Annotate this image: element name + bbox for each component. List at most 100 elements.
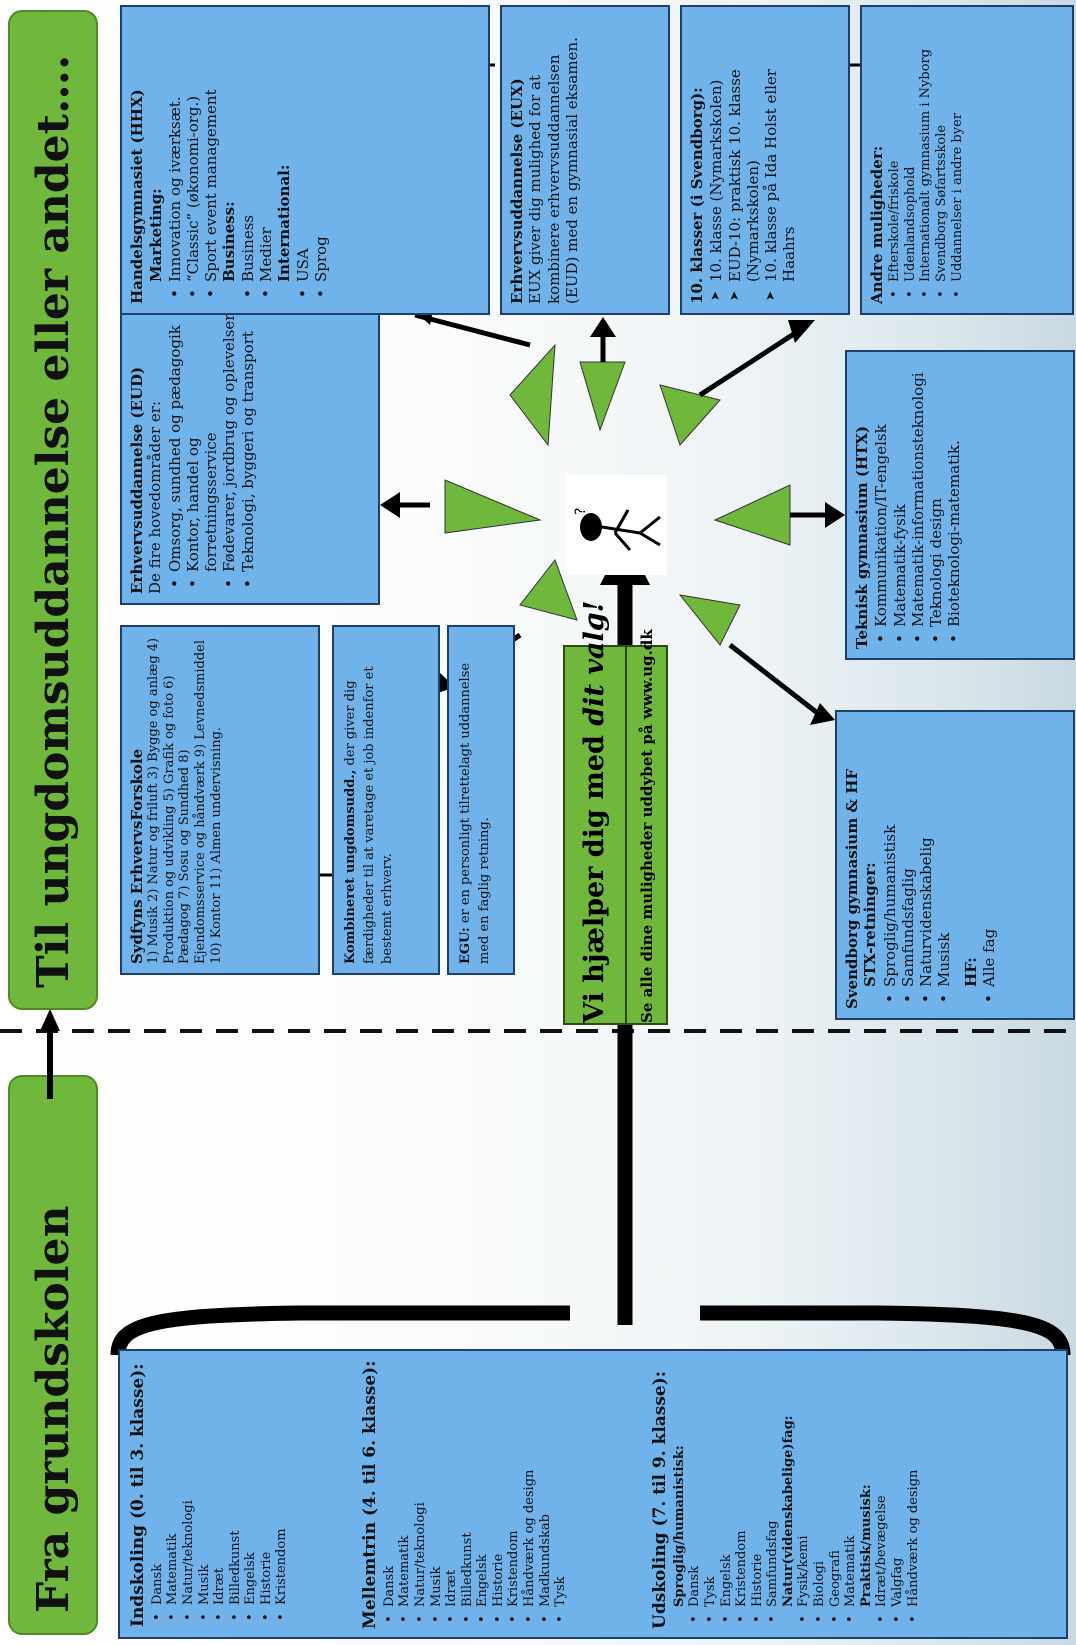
list-item: Omsorg, sundhed og pædagogik xyxy=(166,306,184,594)
list-item: Efterskole/friskole xyxy=(887,16,903,304)
list-item: Matematik xyxy=(165,1361,181,1627)
list-item: Engelsk xyxy=(243,1361,259,1627)
udskoling-section: Udskoling (7. til 9. klasse): Sproglig/h… xyxy=(650,1359,1065,1629)
list-item: Naturvidenskabelig xyxy=(917,721,935,1009)
list-item: Dansk xyxy=(382,1359,398,1629)
list-item: Sprog xyxy=(312,16,330,304)
eux-text: EUX giver dig mulighed for at kombinere … xyxy=(526,37,581,304)
list-item: Kristendom xyxy=(734,1359,750,1629)
stx-title: Svendborg gymnasium & HF xyxy=(843,768,861,1009)
list-item: Kontor, handel og forretningsservice xyxy=(184,306,221,594)
arrow-to-stx xyxy=(678,594,835,725)
list-item: Kristendom xyxy=(506,1359,522,1629)
hhx-list: Marketing: Innovation og iværksæt. “Clas… xyxy=(147,16,330,304)
andre-title: Andre muligheder: xyxy=(868,145,886,304)
stx-subtitle: STX-retninger: xyxy=(861,862,880,987)
list-item: Natur/teknologi xyxy=(181,1361,197,1627)
list-item: Svendborg Søfartsskole xyxy=(934,16,950,304)
list-item: Matematik xyxy=(843,1359,859,1629)
list-item: Engelsk xyxy=(475,1359,491,1629)
list-item: Teknologi design xyxy=(927,361,945,649)
list-item: Samfundsfaglig xyxy=(899,721,917,1009)
list-item: Fysik/kemi xyxy=(796,1359,812,1629)
list-item: Natur/teknologi xyxy=(413,1359,429,1629)
list-item: Madkundskab xyxy=(538,1359,554,1629)
list-item: Teknologi, byggeri og transport xyxy=(239,306,257,594)
banner-ungdomsuddannelse-title: Til ungdomsuddannelse eller andet…. xyxy=(28,54,79,988)
kombineret-title: Kombineret ungdomsudd., xyxy=(343,769,358,964)
list-item: Dansk xyxy=(150,1361,166,1627)
indskoling-list: Dansk Matematik Natur/teknologi Musik Id… xyxy=(150,1361,290,1627)
andre-list: Efterskole/friskole Udenlandsophold Inte… xyxy=(887,16,965,304)
group-heading: Sproglig/humanistisk: xyxy=(671,1445,687,1607)
thinking-person-icon: ? xyxy=(567,475,667,575)
udskoling-list: Sproglig/humanistisk: Dansk Tysk Engelsk… xyxy=(672,1359,922,1629)
eud-intro: De fire hovedområder er: xyxy=(146,400,165,594)
list-item: EUD-10: praktisk 10. klasse (Nymarkskole… xyxy=(726,16,763,304)
arrow-to-eud xyxy=(380,479,542,534)
eud-list: Omsorg, sundhed og pædagogik Kontor, han… xyxy=(166,306,257,594)
stx-list: Sproglig/humanistisk Samfundsfaglig Natu… xyxy=(881,721,999,1009)
group-heading: Praktisk/musisk: xyxy=(858,1484,874,1607)
eud-title: Erhvervsuddannelse (EUD) xyxy=(128,366,146,594)
list-item: 10. klasse (Nymarkskolen) xyxy=(707,16,725,304)
list-item: Historie xyxy=(259,1361,275,1627)
tiende-box: 10. klasser (i Svendborg): 10. klasse (N… xyxy=(680,5,850,315)
banner-grundskolen-title: Fra grundskolen xyxy=(28,1205,79,1613)
group-heading: Marketing: xyxy=(147,188,166,282)
list-item: Tysk xyxy=(553,1359,569,1629)
list-item: Biologi xyxy=(812,1359,828,1629)
list-item: Sproglig/humanistisk xyxy=(881,721,899,1009)
slogan-main-text: Vi hjælper dig med xyxy=(579,725,610,1023)
list-item: 10. klasse på Ida Holst eller Haahrs xyxy=(762,16,799,304)
sydfyns-text: 1) Musik 2) Natur og friluft 3) Bygge og… xyxy=(146,637,224,964)
list-item: Historie xyxy=(491,1359,507,1629)
indskoling-title: Indskoling (0. til 3. klasse): xyxy=(128,1363,148,1627)
list-item: Uddannelser i andre byer xyxy=(950,16,966,304)
list-item: Medier xyxy=(257,16,275,304)
group-heading: International: xyxy=(275,164,294,282)
list-item: Bioteknologi-matematik. xyxy=(945,361,963,649)
slogan-main-italic: dit valg! xyxy=(579,600,610,726)
list-item: Idræt xyxy=(444,1359,460,1629)
sydfyns-box: Sydfyns ErhvervsForskole 1) Musik 2) Nat… xyxy=(120,625,320,975)
list-item: Fødevarer, jordbrug og oplevelser xyxy=(220,306,238,594)
eud-box: Erhvervsuddannelse (EUD) De fire hovedom… xyxy=(120,295,380,605)
andre-box: Andre muligheder: Efterskole/friskole Ud… xyxy=(860,5,1074,315)
arrow-to-htx xyxy=(713,484,845,546)
slogan-sub: Se alle dine muligheder uddybet på www.u… xyxy=(638,629,656,1023)
egu-title: EGU: xyxy=(458,927,473,964)
arrow-to-eux xyxy=(579,317,626,432)
list-item: Kristendom xyxy=(274,1361,290,1627)
list-item: Internationalt gymnasium i Nyborg xyxy=(918,16,934,304)
list-item: Matematik-fysik xyxy=(891,361,909,649)
list-item: Håndværk og design xyxy=(522,1359,538,1629)
htx-title: Teknisk gymnasium (HTX) xyxy=(853,425,871,649)
tiende-list: 10. klasse (Nymarkskolen) EUD-10: prakti… xyxy=(707,16,798,304)
banner-grundskolen: Fra grundskolen xyxy=(8,1075,98,1635)
egu-box: EGU: er en personligt tilrettelagt uddan… xyxy=(447,625,515,975)
group-heading: Business: xyxy=(220,201,239,282)
hhx-title: Handelsgymnasiet (HHX) xyxy=(128,89,146,304)
list-item: Udenlandsophold xyxy=(903,16,919,304)
list-item: Historie xyxy=(750,1359,766,1629)
banner-ungdomsuddannelse: Til ungdomsuddannelse eller andet…. xyxy=(8,10,98,1010)
udskoling-title: Udskoling (7. til 9. klasse): xyxy=(650,1370,670,1629)
hf-heading: HF: xyxy=(961,957,980,987)
list-item: Billedkunst xyxy=(460,1359,476,1629)
list-item: USA xyxy=(294,16,312,304)
brace-top-line xyxy=(110,1305,570,1356)
group-heading: Natur(videnskabelige)fag: xyxy=(780,1415,796,1607)
eux-title: Erhvervsuddannelse (EUX) xyxy=(508,78,526,304)
list-item: Sport event management xyxy=(202,16,220,304)
htx-box: Teknisk gymnasium (HTX) Kommunikation/IT… xyxy=(845,350,1075,660)
list-item: Valgfag xyxy=(890,1359,906,1629)
slogan-main: Vi hjælper dig med dit valg! xyxy=(565,601,627,1023)
hhx-box: Handelsgymnasiet (HHX) Marketing: Innova… xyxy=(120,5,490,315)
list-item: Kommunikation/IT-engelsk xyxy=(872,361,890,649)
list-item: Tysk xyxy=(703,1359,719,1629)
list-item: Musik xyxy=(197,1361,213,1627)
mellemtrin-list: Dansk Matematik Natur/teknologi Musik Id… xyxy=(382,1359,569,1629)
list-item: Håndværk og design xyxy=(906,1359,922,1629)
